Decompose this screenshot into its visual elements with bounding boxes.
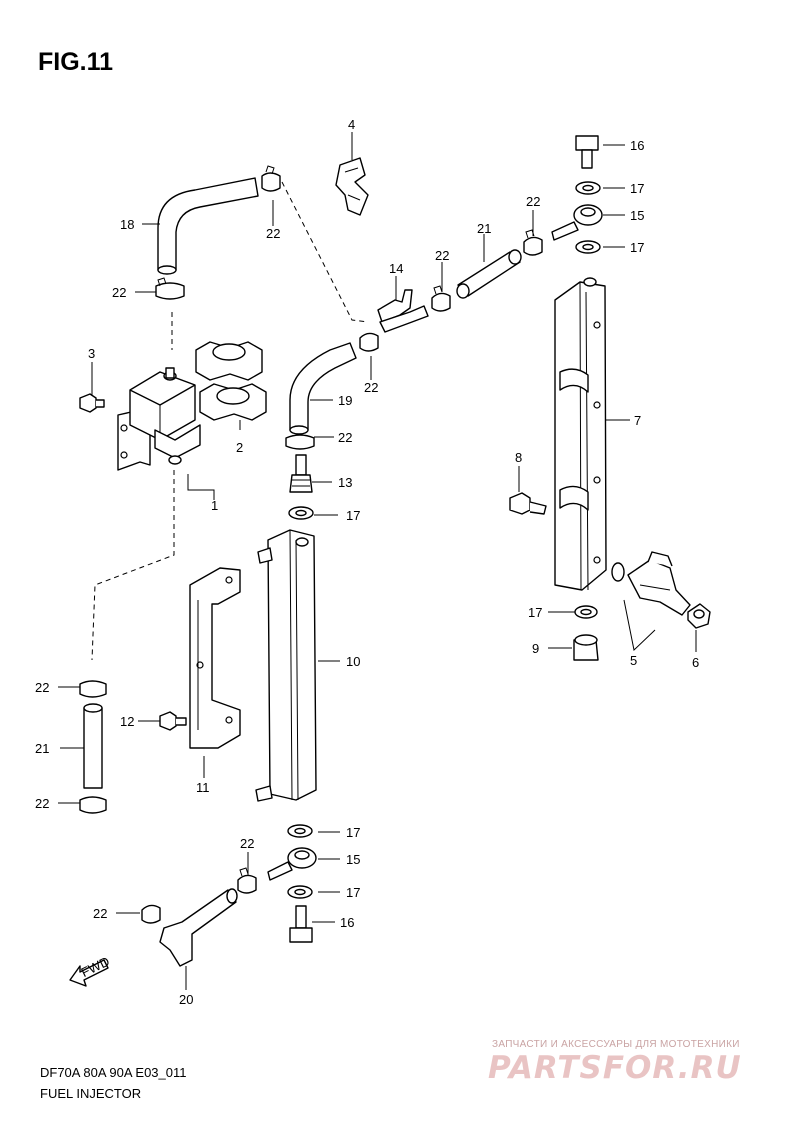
bolt-part-16-bottom — [289, 905, 313, 943]
washer-part-17-c — [287, 885, 313, 899]
figure-title: FIG.11 — [38, 48, 114, 76]
fwd-arrow-icon — [69, 959, 109, 987]
callout-22-h: 22 — [35, 796, 49, 811]
callout-22-e: 22 — [364, 380, 378, 395]
leader-lines — [58, 132, 697, 990]
hose-clamp-22-a — [261, 165, 281, 192]
cap-part-6 — [687, 603, 711, 629]
model-code: DF70A 80A 90A E03_011 — [40, 1065, 187, 1080]
callout-1: 1 — [211, 498, 218, 513]
holder-part-2 — [195, 341, 267, 421]
hose-part-19 — [289, 342, 357, 435]
callout-17-c: 17 — [346, 508, 360, 523]
joint-part-14 — [377, 289, 429, 333]
callout-15-bottom: 15 — [346, 852, 360, 867]
dashed-link-bracket-to-hose21 — [91, 470, 175, 661]
hose-clamp-22-c — [359, 332, 379, 352]
callout-3: 3 — [88, 346, 95, 361]
fitting-part-13 — [289, 454, 313, 493]
bolt-part-12 — [159, 711, 187, 731]
callout-8: 8 — [515, 450, 522, 465]
callout-22-i: 22 — [240, 836, 254, 851]
callout-21-top: 21 — [477, 221, 491, 236]
hose-clamp-22-b — [155, 277, 185, 300]
callout-2: 2 — [236, 440, 243, 455]
callout-12: 12 — [120, 714, 134, 729]
callout-17-f: 17 — [346, 885, 360, 900]
callout-13: 13 — [338, 475, 352, 490]
hose-part-21-top — [456, 249, 522, 299]
watermark-tagline: ЗАПЧАСТИ И АКСЕССУАРЫ ДЛЯ МОТОТЕХНИКИ — [492, 1039, 740, 1050]
callout-22-f: 22 — [338, 430, 352, 445]
callout-21-left: 21 — [35, 741, 49, 756]
fwd-label: FWD — [79, 954, 112, 980]
bolt-part-16-top — [575, 135, 599, 169]
hose-clamp-22-i — [237, 867, 257, 894]
callout-17-a: 17 — [630, 181, 644, 196]
union-part-15-bottom — [267, 847, 317, 881]
callout-7: 7 — [634, 413, 641, 428]
plug-part-9 — [573, 634, 599, 661]
callout-18: 18 — [120, 217, 134, 232]
delivery-pipe-part-10 — [255, 529, 317, 802]
callout-15-top: 15 — [630, 208, 644, 223]
callout-6: 6 — [692, 655, 699, 670]
callout-22-j: 22 — [93, 906, 107, 921]
callout-9: 9 — [532, 641, 539, 656]
callout-22-g: 22 — [35, 680, 49, 695]
hose-part-20 — [159, 888, 238, 967]
callout-22-c: 22 — [435, 248, 449, 263]
union-part-15-top — [551, 204, 603, 241]
callout-20: 20 — [179, 992, 193, 1007]
section-name: FUEL INJECTOR — [40, 1086, 142, 1101]
callout-14: 14 — [389, 261, 403, 276]
watermark-logo: PARTSFOR.RU — [488, 1050, 742, 1086]
hose-part-18 — [157, 177, 259, 275]
callout-22-d: 22 — [112, 285, 126, 300]
clip-part-4 — [335, 157, 369, 216]
washer-part-17-f — [574, 605, 598, 619]
hose-clamp-22-f — [285, 434, 315, 450]
throttle-bracket-part-1 — [117, 367, 201, 471]
injector-part-5 — [627, 551, 691, 616]
hose-clamp-22-g — [79, 680, 107, 698]
callout-11: 11 — [196, 780, 210, 795]
o-ring — [611, 562, 625, 582]
hose-clamp-22-j — [141, 904, 161, 924]
bolt-part-8 — [509, 492, 547, 515]
callout-22-b: 22 — [526, 194, 540, 209]
callout-22-a: 22 — [266, 226, 280, 241]
callout-10: 10 — [346, 654, 360, 669]
callout-17-e: 17 — [346, 825, 360, 840]
washer-part-17-d — [575, 181, 601, 195]
callout-5: 5 — [630, 653, 637, 668]
bolt-part-3 — [79, 393, 105, 413]
dashed-link-hose18-to-14 — [281, 181, 369, 323]
washer-part-17-e — [575, 240, 601, 254]
callout-16-top: 16 — [630, 138, 644, 153]
callout-4: 4 — [348, 117, 355, 132]
hose-clamp-22-h — [79, 796, 107, 814]
callout-19: 19 — [338, 393, 352, 408]
callout-16-bottom: 16 — [340, 915, 354, 930]
washer-part-17-a — [288, 506, 314, 520]
bracket-part-11 — [189, 567, 241, 749]
hose-clamp-22-e — [523, 229, 543, 256]
hose-clamp-22-d — [431, 285, 451, 312]
delivery-pipe-part-7 — [554, 277, 607, 591]
callout-17-b: 17 — [630, 240, 644, 255]
callout-17-d: 17 — [528, 605, 542, 620]
washer-part-17-b — [287, 824, 313, 838]
hose-part-21-left — [83, 703, 103, 789]
